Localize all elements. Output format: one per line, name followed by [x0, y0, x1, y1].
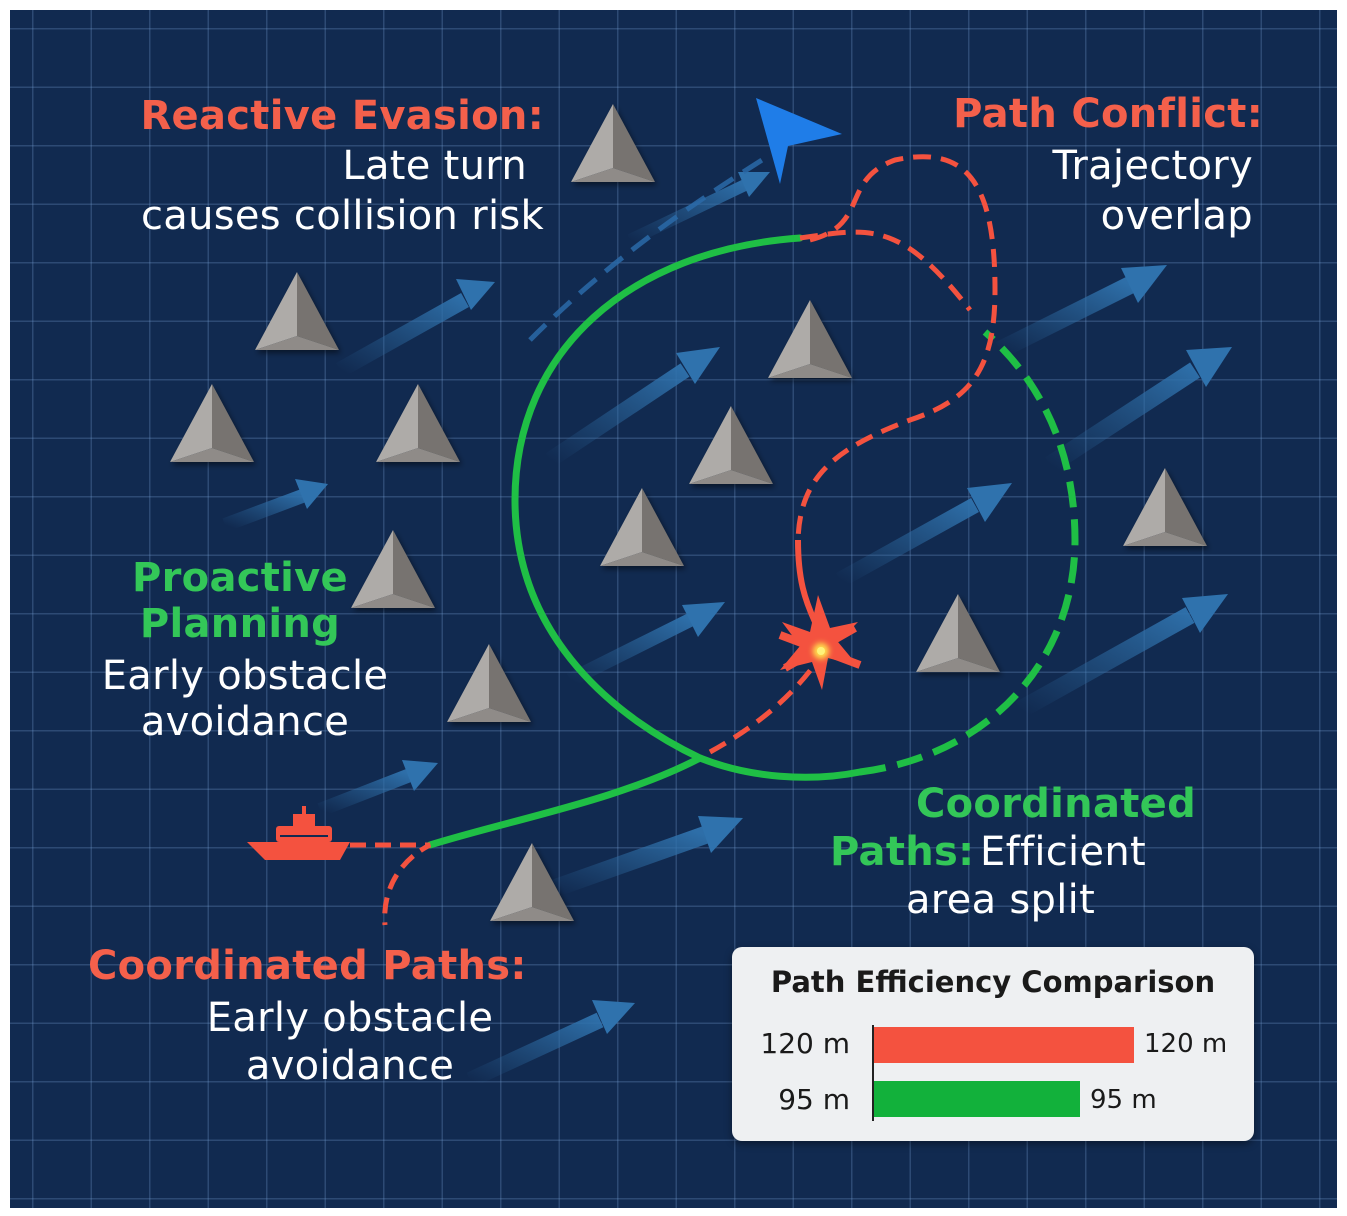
bar-category-label: 95 m	[778, 1083, 850, 1116]
obstacle-pyramid-icon	[490, 843, 574, 921]
boat-dashed-path	[350, 842, 432, 926]
current-arrow-icon	[466, 1000, 635, 1088]
reactive-path-lower	[708, 658, 821, 755]
obstacle-pyramid-icon	[916, 594, 1000, 672]
reactive-path-loop	[795, 154, 998, 541]
proactive-planning-title2: Planning	[139, 601, 341, 647]
proactive-planning-title1: Proactive	[132, 555, 348, 601]
proactive-planning-line2: avoidance	[140, 699, 350, 745]
proactive-planning-line1: Early obstacle	[101, 653, 389, 699]
coordinated-title1: Coordinated	[916, 781, 1197, 827]
proactive-path-lower	[696, 754, 864, 781]
obstacles	[170, 104, 1207, 921]
reactive-evasion-line1: Late turn	[342, 143, 527, 189]
coordinated-red-line2: avoidance	[245, 1043, 455, 1089]
boat-icon	[247, 806, 350, 860]
reactive-evasion-line2: causes collision risk	[140, 193, 544, 239]
obstacle-pyramid-icon	[170, 384, 254, 462]
path-conflict-line2: overlap	[1100, 193, 1253, 239]
reactive-trail-path	[528, 152, 772, 342]
obstacle-pyramid-icon	[768, 300, 852, 378]
current-arrow-icon	[1015, 594, 1228, 718]
coordinated-red-line1: Early obstacle	[206, 995, 494, 1041]
diagram-artwork	[170, 98, 1232, 1088]
current-arrow-icon	[1045, 347, 1232, 473]
collision-burst-icon	[778, 595, 862, 690]
current-arrow-icon	[546, 816, 743, 899]
current-arrow-icon	[336, 279, 495, 377]
obstacle-pyramid-icon	[571, 104, 655, 182]
chart-title: Path Efficiency Comparison	[770, 965, 1216, 999]
current-arrows	[222, 172, 1232, 1088]
obstacle-pyramid-icon	[447, 644, 531, 722]
current-arrow-icon	[627, 172, 770, 246]
current-arrow-icon	[317, 760, 438, 817]
path-efficiency-chart: Path Efficiency Comparison 120 m 120 m 9…	[732, 947, 1254, 1141]
bar-value-label: 120 m	[1144, 1029, 1228, 1059]
bar-value-label: 95 m	[1090, 1085, 1157, 1115]
coordinated-line1: Efficient	[980, 829, 1147, 875]
coordinated-red-title: Coordinated Paths:	[88, 943, 527, 989]
obstacle-pyramid-icon	[351, 530, 435, 608]
current-arrow-icon	[836, 483, 1012, 587]
obstacle-pyramid-icon	[376, 384, 460, 462]
path-conflict-line1: Trajectory	[1052, 143, 1253, 189]
diagram-scene: Reactive Evasion: Late turn causes colli…	[10, 10, 1337, 1208]
bar-category-label: 120 m	[760, 1027, 850, 1060]
coordinated-line2: area split	[906, 877, 1096, 923]
drone-arrow-icon	[756, 98, 842, 184]
obstacle-pyramid-icon	[689, 406, 773, 484]
chart-axis	[872, 1025, 874, 1121]
coordinated-dashed-path	[859, 329, 1079, 776]
obstacle-pyramid-icon	[255, 272, 339, 350]
current-arrow-icon	[545, 347, 720, 467]
current-arrow-icon	[222, 479, 328, 532]
coordinated-title2: Paths:	[830, 829, 975, 875]
bar-reactive	[874, 1027, 1134, 1063]
bar-coordinated	[874, 1081, 1080, 1117]
reactive-evasion-title: Reactive Evasion:	[140, 93, 544, 139]
reactive-path-tail	[795, 539, 818, 624]
current-arrow-icon	[995, 265, 1167, 359]
proactive-path	[426, 234, 804, 849]
path-conflict-title: Path Conflict:	[953, 91, 1263, 137]
current-arrow-icon	[566, 602, 725, 687]
obstacle-pyramid-icon	[600, 488, 684, 566]
obstacle-pyramid-icon	[1123, 468, 1207, 546]
